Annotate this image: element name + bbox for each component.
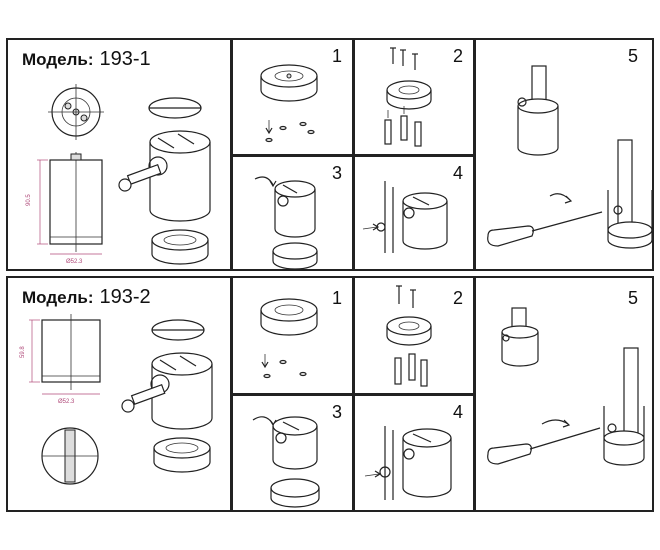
row1-step4-number: 4 xyxy=(452,163,463,183)
row1-step3-panel: 3 xyxy=(231,155,354,271)
row2-step3-panel: 3 xyxy=(231,394,354,512)
row1-height-dim: 90.5 xyxy=(26,194,32,206)
row2-model-drawing: 59.8 Ø52.3 xyxy=(20,314,213,485)
row2-model-label: Модель: xyxy=(22,288,94,307)
row2-step3-drawing xyxy=(252,416,320,508)
row2-step2-panel: 2 xyxy=(353,276,475,395)
row2-step1-drawing xyxy=(260,298,318,379)
row2-model-panel: Модель: 193-2 59.8 Ø52.3 xyxy=(6,276,232,512)
row2-step3-number: 3 xyxy=(331,402,342,422)
row1-model-panel: Модель: 193-1 90.5 Ø52.3 xyxy=(6,38,232,271)
row1-diameter-dim: Ø52.3 xyxy=(66,259,83,265)
row2-model-title: Модель: 193-2 xyxy=(22,286,151,309)
row2-height-dim: 59.8 xyxy=(20,346,26,358)
row2-step1-panel: 1 xyxy=(231,276,354,395)
row1-model-title: Модель: 193-1 xyxy=(22,48,151,71)
row1-step3-drawing xyxy=(254,176,318,269)
row2-step4-panel: 4 xyxy=(353,394,475,512)
row1-step4-drawing xyxy=(362,181,448,253)
row1-step1-number: 1 xyxy=(331,46,342,66)
row2-step2-number: 2 xyxy=(452,288,463,308)
row1-step3-number: 3 xyxy=(331,163,342,183)
row2-step4-number: 4 xyxy=(452,402,463,422)
row2-step1-number: 1 xyxy=(331,288,342,308)
row2-step4-drawing xyxy=(364,426,452,500)
row2-diameter-dim: Ø52.3 xyxy=(58,399,75,405)
row2-step2-drawing xyxy=(386,285,432,387)
row2-step5-drawing xyxy=(487,307,645,466)
row1-step1-panel: 1 xyxy=(231,38,354,156)
row1-step5-number: 5 xyxy=(627,46,638,66)
row2-step5-panel: 5 xyxy=(474,276,654,512)
row2-model-number: 193-2 xyxy=(99,286,151,308)
row1-step1-drawing xyxy=(260,64,318,143)
row1-model-number: 193-1 xyxy=(99,48,151,70)
row1-step2-number: 2 xyxy=(452,46,463,66)
row1-step5-panel: 5 xyxy=(474,38,654,271)
row1-model-label: Модель: xyxy=(22,50,94,69)
row1-step2-drawing xyxy=(384,47,432,147)
row2-step5-number: 5 xyxy=(627,288,638,308)
row1-model-drawing: 90.5 Ø52.3 xyxy=(26,84,211,265)
row1-step5-drawing xyxy=(487,65,652,249)
row1-step2-panel: 2 xyxy=(353,38,475,156)
row1-step4-panel: 4 xyxy=(353,155,475,271)
